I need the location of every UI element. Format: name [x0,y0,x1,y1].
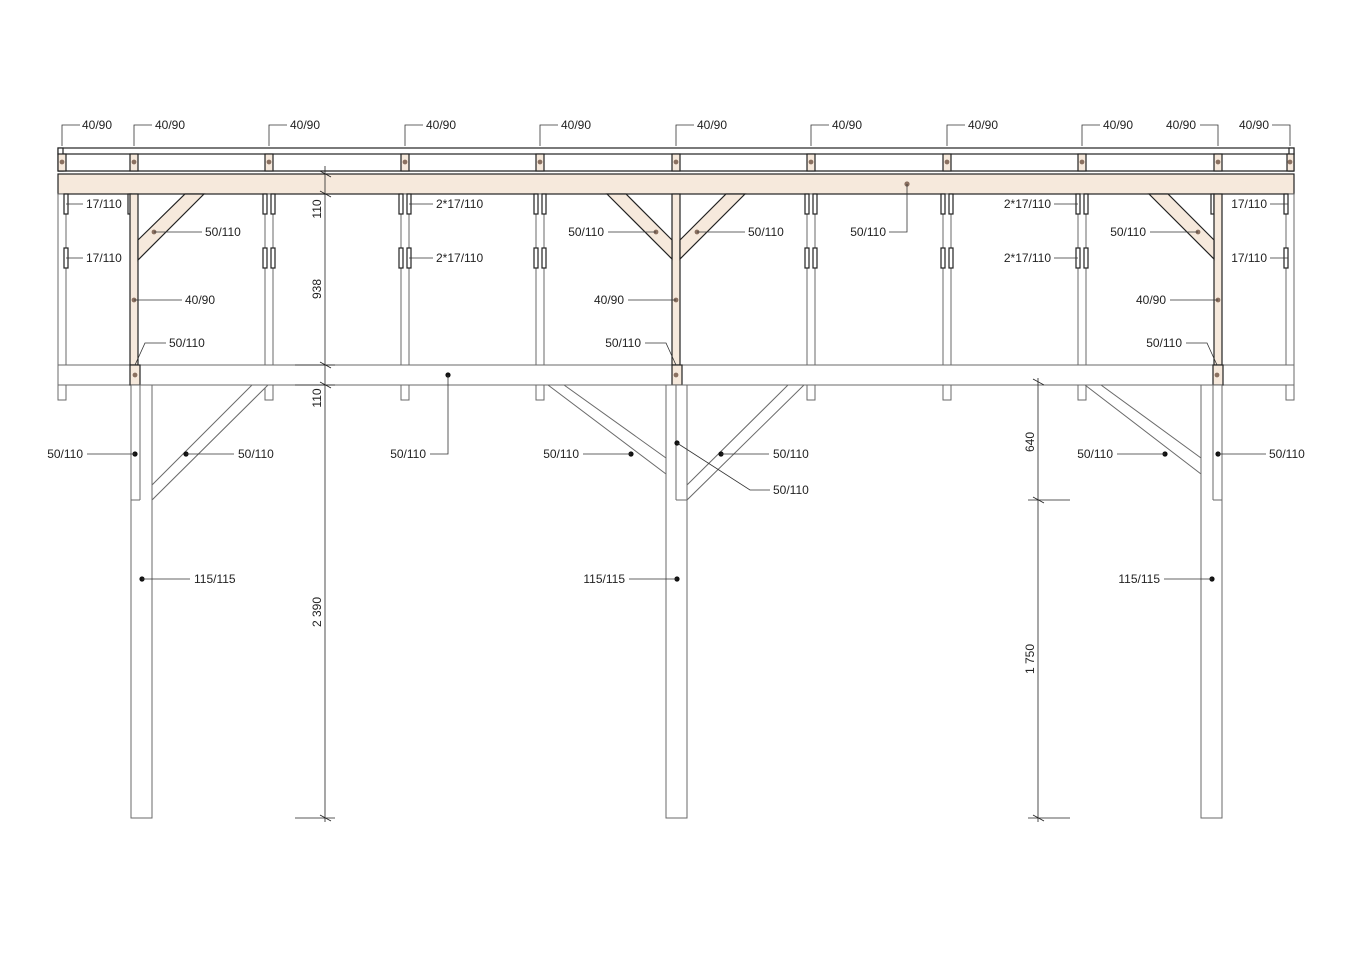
joist-label: 40/90 [1103,118,1133,132]
upper-post-label: 40/90 [185,293,215,307]
lower-brace-label: 50/110 [543,447,579,461]
brace-label: 50/110 [748,225,784,239]
dim-post-height: 2 390 [310,597,324,627]
upper-post-label: 40/90 [1136,293,1166,307]
board-label: 17/110 [1231,251,1267,265]
joist-label: 40/90 [561,118,591,132]
brace-label: 50/110 [1110,225,1146,239]
board-label: 2*17/110 [436,197,483,211]
bottom-block-label: 50/110 [605,336,641,350]
joist-label: 40/90 [290,118,320,132]
joist-label: 40/90 [1239,118,1269,132]
upper-beam-label: 50/110 [850,225,886,239]
lower-post-label: 50/110 [1269,447,1305,461]
lower-brace-label: 50/110 [1077,447,1113,461]
main-post-label: 115/115 [583,572,625,586]
lower-brace-label: 50/110 [773,447,809,461]
dim-beam-bottom: 110 [310,388,324,407]
dim-brace-height: 640 [1023,432,1037,452]
joist-label: 40/90 [82,118,112,132]
bottom-block-label: 50/110 [1146,336,1182,350]
upper-thin-posts [57,193,1295,366]
upper-beam [57,173,1295,195]
upper-post-label: 40/90 [594,293,624,307]
board-label: 2*17/110 [436,251,483,265]
brace-label: 50/110 [205,225,241,239]
joist-blocks [57,153,1295,172]
lower-post-label: 50/110 [47,447,83,461]
brace-label: 50/110 [568,225,604,239]
dim-upper-height: 938 [310,279,324,299]
upper-main-posts [129,193,1223,366]
dim-beam-top: 110 [310,199,324,218]
board-label: 17/110 [86,197,122,211]
joist-label: 40/90 [968,118,998,132]
lower-braces [151,384,1202,502]
lower-brace-label: 50/110 [238,447,274,461]
member-labels: 40/90 40/90 40/90 40/90 40/90 40/90 40/9… [47,118,1305,586]
board-label: 2*17/110 [1004,251,1051,265]
leader-lines [61,124,1291,580]
joist-label: 40/90 [832,118,862,132]
main-post-label: 115/115 [194,572,236,586]
upper-braces [137,193,1215,262]
joist-label: 40/90 [1166,118,1196,132]
dimension-labels: 110 938 110 2 390 640 1 750 [310,199,1037,674]
dim-clear-height: 1 750 [1023,644,1037,674]
bottom-block-label: 50/110 [169,336,205,350]
joist-label: 40/90 [155,118,185,132]
lower-beam-label: 50/110 [390,447,426,461]
lower-main-posts [130,384,1223,819]
board-label: 17/110 [1231,197,1267,211]
board-label: 2*17/110 [1004,197,1051,211]
main-post-label: 115/115 [1118,572,1160,586]
dimension-lines [295,166,1070,822]
lower-post-label: 50/110 [773,483,809,497]
board-label: 17/110 [86,251,122,265]
joist-label: 40/90 [426,118,456,132]
joist-label: 40/90 [697,118,727,132]
